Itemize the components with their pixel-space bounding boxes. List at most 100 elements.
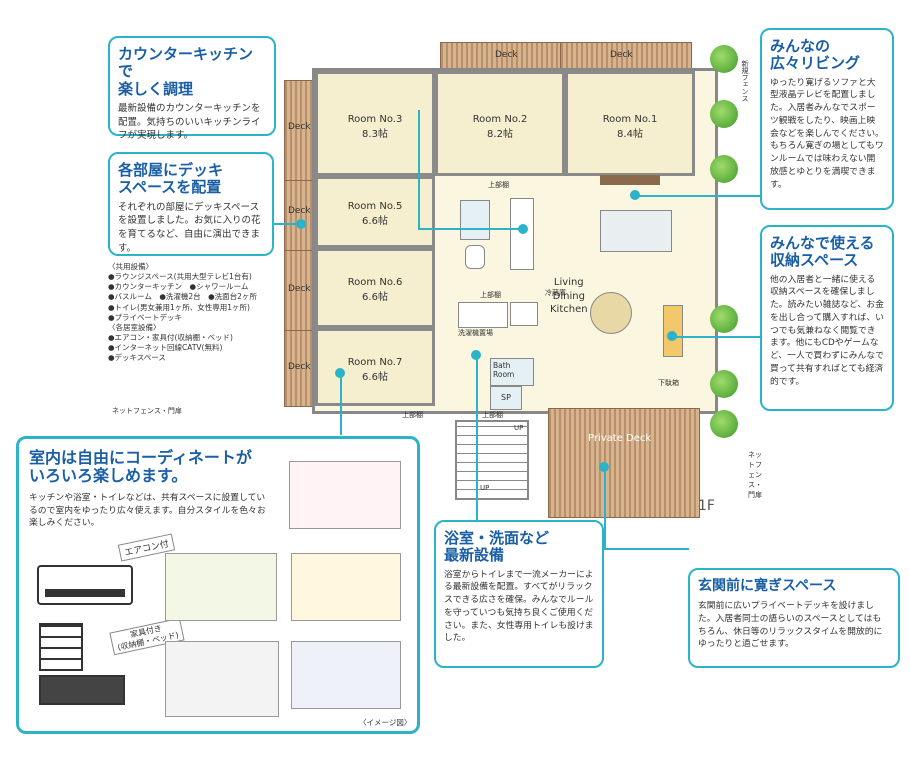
- equipment-room-1: ●エアコン・家具付(収納棚・ベッド): [108, 332, 233, 342]
- sofa: [600, 210, 672, 252]
- tv-stand: [600, 175, 660, 185]
- room-1-size: 8.4帖: [617, 129, 643, 140]
- net-fence-right: ネットフェンス・門扉: [748, 451, 762, 499]
- interior-title-1: 室内は自由にコーディネートが: [29, 448, 252, 467]
- connector-line: [418, 228, 523, 230]
- deck-title-1: 各部屋にデッキ: [118, 161, 224, 179]
- deck-left-4: [284, 330, 314, 407]
- tree-icon: [710, 155, 738, 183]
- tree-icon: [710, 100, 738, 128]
- private-deck: [548, 408, 700, 518]
- bath-room: Bath Room: [490, 358, 534, 386]
- marker-dot: [518, 224, 528, 234]
- stairs: [455, 420, 529, 500]
- room-sketch-2: [165, 553, 277, 621]
- storage-title-2: 収納スペース: [770, 251, 859, 270]
- upper-shelf-label-1: 上部棚: [488, 181, 509, 189]
- equipment-shared-4: ●トイレ(男女兼用1ヶ所、女性専用1ヶ所): [108, 302, 250, 312]
- room-3-name: Room No.3: [347, 114, 403, 125]
- room-5: Room No.5 6.6帖: [315, 176, 435, 248]
- room-3-size: 8.3帖: [362, 129, 388, 140]
- ldk-living: Living: [553, 277, 584, 288]
- stairs-up-1: UP: [514, 424, 524, 432]
- callout-interior: 室内は自由にコーディネートが いろいろ楽しめます。 キッチンや浴室・トイレなどは…: [16, 436, 420, 734]
- bath-title-1: 浴室・洗面など: [444, 529, 550, 547]
- new-fence-label: 新規フェンス: [741, 60, 749, 102]
- room-sketch-5: [291, 641, 401, 709]
- equipment-list: 〈共用設備〉 ●ラウンジスペース(共用大型テレビ1台有) ●カウンターキッチン …: [108, 262, 283, 363]
- connector-line: [604, 467, 606, 549]
- washing-label: 洗濯機置場: [458, 329, 493, 337]
- room-1: Room No.1 8.4帖: [565, 71, 695, 176]
- private-deck-label: Private Deck: [588, 433, 652, 444]
- kitchen-title-1: カウンターキッチンで: [118, 45, 254, 81]
- deck-body: それぞれの部屋にデッキスペースを設置しました。お気に入りの花を育てるなど、自由に…: [118, 201, 261, 254]
- ldk-kitchen: Kitchen: [550, 304, 588, 315]
- marker-dot: [667, 331, 677, 341]
- callout-storage: みんなで使える 収納スペース 他の入居者と一緒に使える収納スペースを確保しました…: [760, 225, 894, 411]
- connector-line: [476, 355, 478, 520]
- connector-line: [340, 373, 342, 435]
- room-7-size: 6.6帖: [362, 372, 388, 383]
- callout-entrance: 玄関前に寛ぎスペース 玄関前に広いプライベートデッキを設けました。入居者同士の語…: [688, 568, 900, 668]
- marker-dot: [471, 350, 481, 360]
- room-2: Room No.2 8.2帖: [435, 71, 565, 176]
- connector-line: [636, 195, 761, 197]
- marker-dot: [296, 219, 306, 229]
- room-1-name: Room No.1: [602, 114, 658, 125]
- bed-icon: [39, 675, 125, 705]
- interior-body: キッチンや浴室・トイレなどは、共有スペースに設置しているので室内をゆったり広々使…: [29, 492, 266, 529]
- interior-title-2: いろいろ楽しめます。: [29, 466, 188, 486]
- room-7: Room No.7 6.6帖: [315, 328, 435, 406]
- room-2-size: 8.2帖: [487, 129, 513, 140]
- equipment-shared-2: ●カウンターキッチン ●シャワールーム: [108, 282, 249, 292]
- equipment-room-2: ●インターネット回線CATV(無料): [108, 343, 223, 352]
- room-sketch-3: [291, 553, 401, 621]
- aircon-icon: [37, 565, 133, 605]
- upper-shelf-label-4: 上部棚: [402, 411, 423, 419]
- living-body: ゆったり寛げるソファと大型液晶テレビを配置しました。入居者みんなでスポーツ観戦を…: [770, 77, 884, 190]
- living-title-1: みんなの: [770, 37, 831, 55]
- deck-top-left-label: Deck: [495, 50, 518, 60]
- tree-icon: [710, 370, 738, 398]
- room-5-name: Room No.5: [347, 201, 403, 212]
- shoe-box-label: 下駄箱: [658, 379, 679, 387]
- fridge-label: 冷蔵庫: [545, 289, 566, 297]
- marker-dot: [599, 462, 609, 472]
- entrance-body: 玄関前に広いプライベートデッキを設けました。入居者同士の語らいのスペースとしては…: [698, 601, 883, 650]
- callout-living: みんなの 広々リビング ゆったり寛げるソファと大型液晶テレビを配置しました。入居…: [760, 28, 894, 210]
- upper-shelf-label-2: 上部棚: [480, 291, 501, 299]
- equipment-shared-5: ●プライベートデッキ: [108, 312, 183, 322]
- room-sketch-1: [289, 461, 401, 529]
- kitchen-counter: [510, 198, 534, 270]
- floor-label: 1F: [698, 498, 715, 514]
- bath-label-1: Bath: [493, 361, 511, 370]
- room-2-name: Room No.2: [472, 114, 528, 125]
- washing-area: [458, 302, 508, 328]
- ldk-label: Living Dining Kitchen: [550, 276, 588, 317]
- entrance-title: 玄関前に寛ぎスペース: [698, 578, 837, 594]
- equipment-room-header: 〈各居室設備〉: [108, 322, 161, 332]
- room-6-name: Room No.6: [347, 277, 403, 288]
- deck-left-label-3: Deck: [288, 284, 311, 294]
- callout-kitchen: カウンターキッチンで 楽しく調理 最新設備のカウンターキッチンを配置。気持ちのい…: [108, 36, 276, 141]
- equipment-room-3: ●デッキスペース: [108, 353, 166, 363]
- connector-line: [672, 336, 762, 338]
- room-5-size: 6.6帖: [362, 216, 388, 227]
- deck-title-2: スペースを配置: [118, 178, 222, 197]
- callout-bath: 浴室・洗面など 最新設備 浴室からトイレまで一流メーカーによる最新設備を配置。す…: [434, 520, 604, 668]
- deck-left-label-1: Deck: [288, 122, 311, 132]
- marker-dot: [630, 190, 640, 200]
- toilet: [465, 245, 485, 269]
- tree-icon: [710, 45, 738, 73]
- sp-room: SP: [490, 386, 522, 410]
- ldk-dining: Dining: [552, 290, 585, 302]
- marker-dot: [335, 368, 345, 378]
- image-note: 〈イメージ図〉: [359, 718, 412, 727]
- living-title-2: 広々リビング: [770, 54, 861, 73]
- deck-left-label-2: Deck: [288, 206, 311, 216]
- kitchen-title-2: 楽しく調理: [118, 79, 194, 98]
- sp-label: SP: [501, 393, 511, 402]
- shelf-icon: [39, 623, 83, 671]
- storage-title-1: みんなで使える: [770, 234, 875, 252]
